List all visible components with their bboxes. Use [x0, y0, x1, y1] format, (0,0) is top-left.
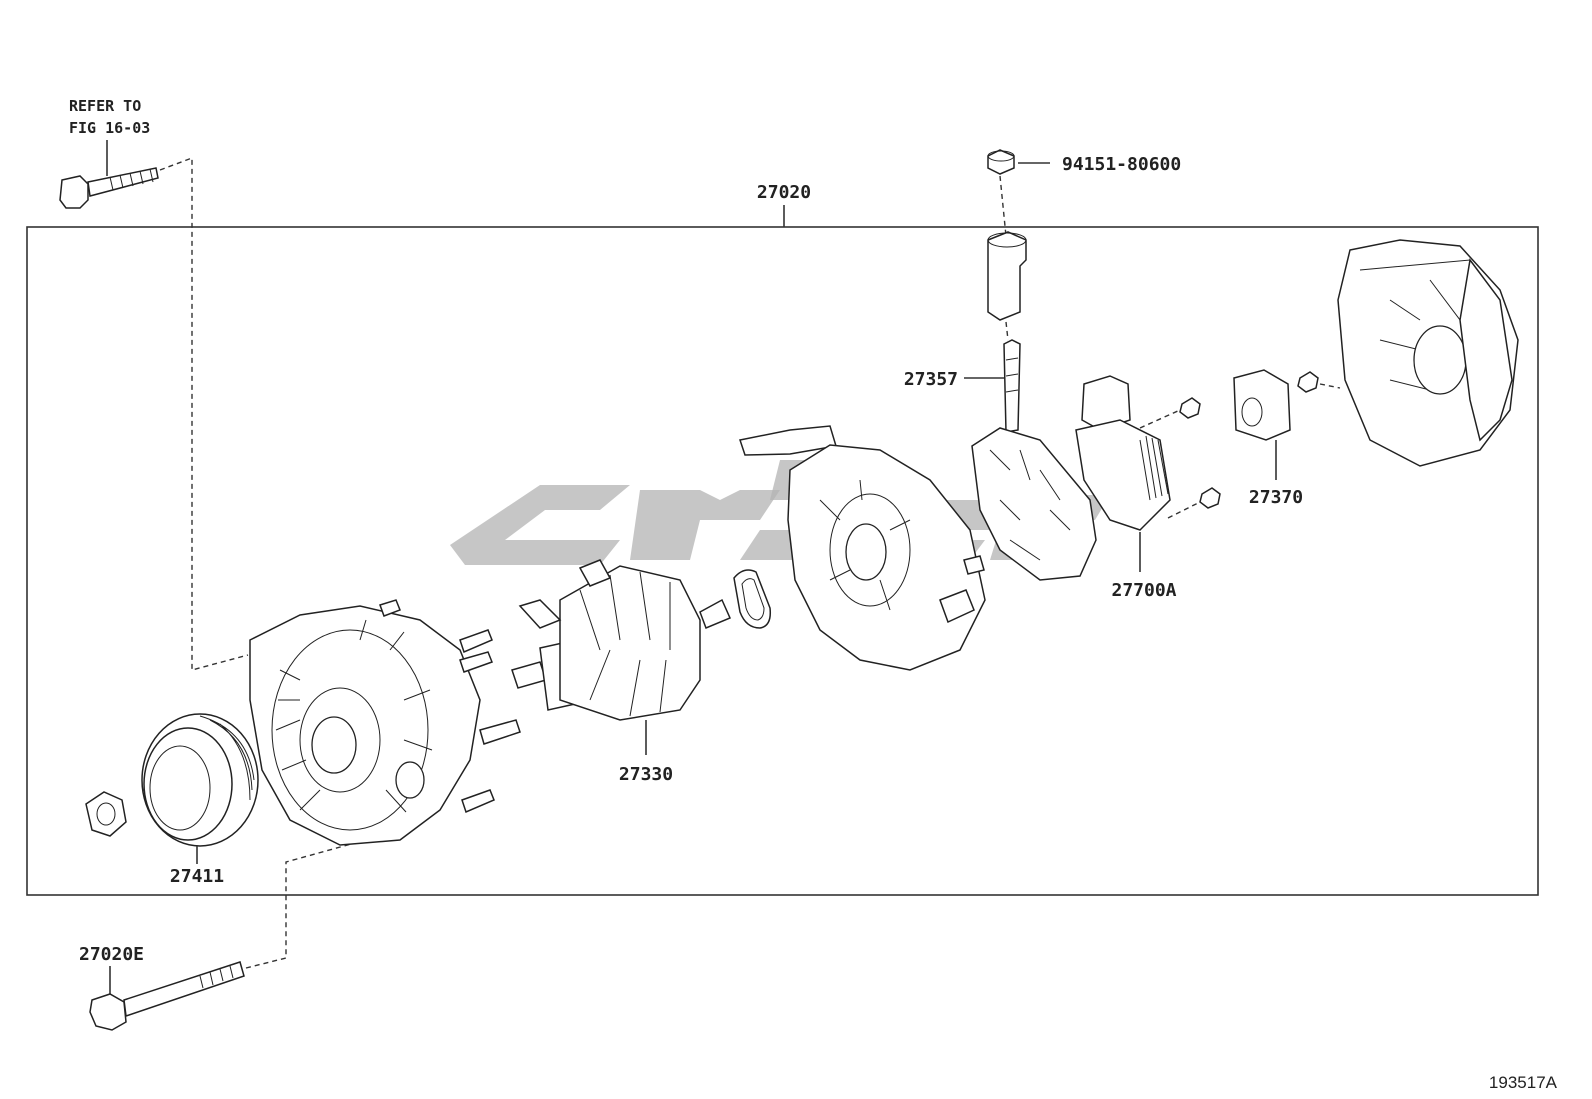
drive-end-frame — [249, 599, 521, 846]
pulley-nut — [85, 791, 127, 837]
regulator-screw-lower — [1199, 487, 1221, 509]
part-label-27357: 27357 — [904, 369, 958, 390]
part-label-27700A: 27700A — [1111, 580, 1176, 601]
reference-note-line1: REFER TO — [69, 97, 141, 115]
rear-cover — [1337, 239, 1519, 467]
screw-lower-dashed-path — [1167, 501, 1201, 519]
pulley — [141, 713, 259, 847]
insulator-dashed-path — [1005, 321, 1009, 341]
bolt-upper-dashed-path — [159, 156, 249, 671]
cover-screw-dashed-path — [1319, 383, 1341, 389]
screw-upper-dashed-path — [1139, 409, 1181, 429]
cover-screw — [1297, 371, 1319, 393]
part-label-27020E: 27020E — [79, 944, 144, 965]
part-label-27330: 27330 — [619, 764, 673, 785]
assembly-frame — [26, 226, 1539, 896]
terminal-nut-dashed-path — [999, 175, 1007, 237]
part-label-27411: 27411 — [170, 866, 224, 887]
assembly-label: 27020 — [757, 182, 811, 203]
terminal-insulator — [987, 231, 1027, 321]
figure-id: 193517A — [1489, 1073, 1558, 1092]
regulator-screw-upper — [1179, 397, 1201, 419]
bolt-lower-dashed-path — [245, 835, 381, 969]
rectifier — [971, 339, 1097, 581]
voltage-regulator — [1075, 375, 1171, 531]
part-label-27370: 27370 — [1249, 487, 1303, 508]
rotor — [511, 559, 731, 721]
reference-note-line2: FIG 16-03 — [69, 119, 150, 137]
retainer-ring — [733, 569, 772, 629]
terminal-cover — [1233, 369, 1291, 441]
mounting-bolt-lower — [89, 961, 245, 1031]
terminal-nut — [987, 149, 1015, 175]
part-label-94151-80600: 94151-80600 — [1062, 154, 1181, 175]
mounting-bolt-upper — [59, 167, 159, 209]
rectifier-end-frame — [739, 425, 986, 671]
